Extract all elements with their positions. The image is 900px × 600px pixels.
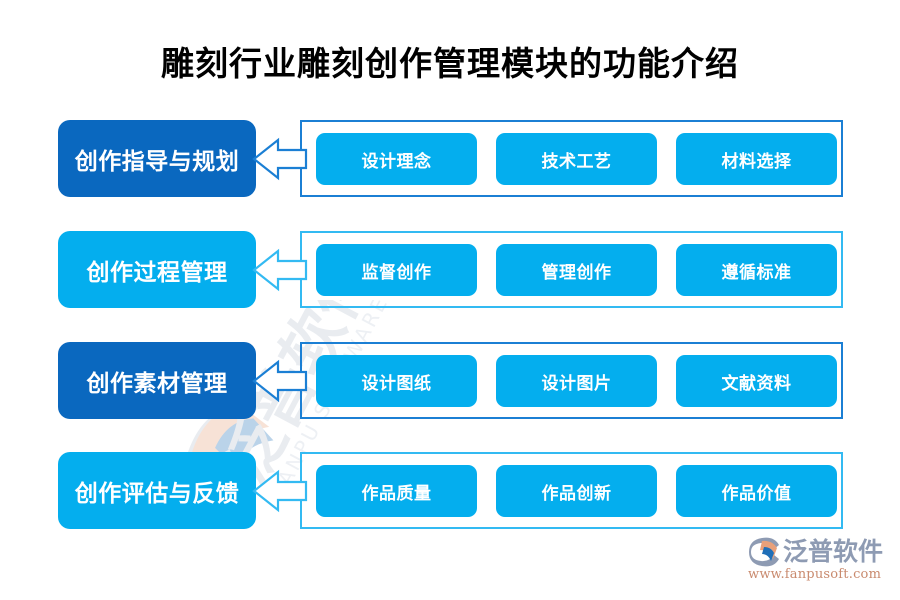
item-box[interactable]: 材料选择	[676, 133, 837, 185]
item-box[interactable]: 管理创作	[496, 244, 657, 296]
brand-logo[interactable]: 泛普软件 www.fanpusoft.com	[746, 534, 883, 588]
category-box[interactable]: 创作过程管理	[58, 231, 256, 308]
page-title: 雕刻行业雕刻创作管理模块的功能介绍	[161, 44, 739, 83]
item-box[interactable]: 作品创新	[496, 465, 657, 517]
flow-row: 创作素材管理 设计图纸 设计图片 文献资料	[0, 342, 900, 454]
item-box[interactable]: 作品价值	[676, 465, 837, 517]
category-box[interactable]: 创作评估与反馈	[58, 452, 256, 529]
item-box[interactable]: 作品质量	[316, 465, 477, 517]
item-box[interactable]: 监督创作	[316, 244, 477, 296]
arrow-icon	[252, 354, 308, 408]
category-box[interactable]: 创作素材管理	[58, 342, 256, 419]
item-box[interactable]: 设计图片	[496, 355, 657, 407]
item-box[interactable]: 设计理念	[316, 133, 477, 185]
brand-logo-row: 泛普软件	[746, 534, 883, 570]
brand-name: 泛普软件	[783, 537, 884, 566]
item-box[interactable]: 技术工艺	[496, 133, 657, 185]
item-box[interactable]: 遵循标准	[676, 244, 837, 296]
flow-row: 创作过程管理 监督创作 管理创作 遵循标准	[0, 231, 900, 343]
flow-row: 创作指导与规划 设计理念 技术工艺 材料选择	[0, 120, 900, 232]
item-box[interactable]: 设计图纸	[316, 355, 477, 407]
brand-url: www.fanpusoft.com	[748, 567, 882, 582]
fanpu-logo-icon	[746, 536, 780, 568]
arrow-icon	[252, 132, 308, 186]
flow-row: 创作评估与反馈 作品质量 作品创新 作品价值	[0, 452, 900, 564]
arrow-icon	[252, 243, 308, 297]
arrow-icon	[252, 464, 308, 518]
category-box[interactable]: 创作指导与规划	[58, 120, 256, 197]
item-box[interactable]: 文献资料	[676, 355, 837, 407]
